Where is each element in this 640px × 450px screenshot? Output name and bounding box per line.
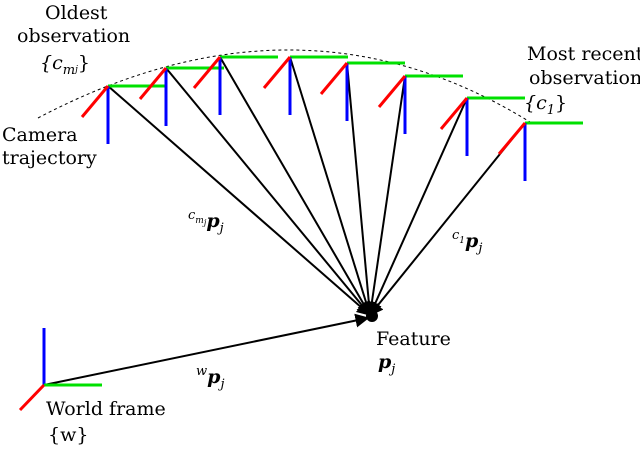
ray-left-vec-sub: j [219, 221, 224, 236]
ray-left-sup-sub: m [195, 216, 204, 226]
observation-ray-2 [165, 67, 371, 317]
ray-right-vec: p [465, 230, 479, 252]
camera-frame-8 [497, 121, 583, 181]
camera-frame-7 [439, 96, 525, 156]
observation-ray-6 [364, 75, 406, 317]
camera-frame-5 [319, 61, 405, 121]
oldest-observation-label: Oldest [45, 2, 107, 25]
ray-label-oldest: cmjpj [188, 208, 224, 237]
feature-vec: p [378, 351, 392, 373]
feature-point [366, 310, 378, 322]
observation-ray-7 [368, 97, 468, 317]
world-ray-arrow [43, 313, 370, 386]
world-frame-set: {w} [48, 424, 89, 446]
ray-left-vec: p [206, 210, 220, 232]
recent-observation-line2: observation [529, 67, 640, 89]
observation-ray-5 [346, 62, 376, 317]
camera-axis-z [262, 56, 292, 89]
feature-vec-sub: j [391, 362, 396, 377]
world-ray-label: wpj [196, 364, 225, 392]
oldest-line1: Oldest [45, 2, 108, 24]
oldest-set-sub: m [62, 63, 76, 78]
camera-axis-z [439, 97, 469, 130]
observation-ray-4 [289, 56, 373, 317]
recent-observation-line1: Most recent [527, 43, 640, 65]
world-ray-vec: p [207, 366, 221, 388]
ray-label-recent: c1pj [452, 228, 483, 257]
camera-frame-4 [262, 55, 348, 115]
camera-frame-1 [80, 84, 166, 144]
camera-frame-6 [377, 74, 463, 134]
recent-set-sub: 1 [546, 103, 556, 118]
ray-left-sup: c [188, 208, 196, 223]
oldest-observation-set: {cmj} [40, 52, 90, 79]
camera-trajectory-line2: trajectory [2, 147, 97, 169]
feature-label-vec: pj [378, 351, 396, 377]
world-axis-z [18, 383, 46, 412]
ray-left-sup-subsub: j [203, 218, 207, 227]
recent-set-close: } [555, 92, 568, 114]
camera-axis-z [80, 85, 110, 118]
recent-observation-set: {c1} [524, 92, 568, 118]
ray-right-sup: c [452, 228, 460, 243]
oldest-set-subsub: j [75, 65, 78, 75]
ray-right-sup-sub: 1 [459, 236, 466, 246]
camera-frame-2 [138, 66, 224, 126]
camera-frame-3 [192, 55, 278, 115]
observation-ray-8 [369, 122, 526, 317]
world-frame-label: World frame [46, 398, 166, 420]
world-frame-axes [18, 328, 102, 412]
camera-axis-z [497, 122, 527, 155]
camera-trajectory-line1: Camera [2, 124, 78, 146]
camera-axis-z [192, 56, 222, 89]
oldest-set-open: {c [40, 52, 63, 74]
oldest-observation-line2: observation [17, 25, 131, 47]
observation-ray-3 [219, 56, 371, 317]
camera-frames [80, 55, 583, 181]
world-ray-sup: w [196, 364, 208, 379]
camera-axis-z [319, 62, 349, 95]
observation-ray-1 [107, 85, 372, 316]
feature-label-line1: Feature [376, 328, 451, 350]
camera-axis-z [377, 75, 407, 108]
camera-axis-z [138, 67, 168, 100]
ray-right-vec-sub: j [478, 241, 483, 256]
recent-set-open: {c [524, 92, 547, 114]
observation-rays [107, 56, 526, 317]
world-ray-vec-sub: j [220, 377, 225, 392]
oldest-set-close: } [77, 52, 90, 74]
